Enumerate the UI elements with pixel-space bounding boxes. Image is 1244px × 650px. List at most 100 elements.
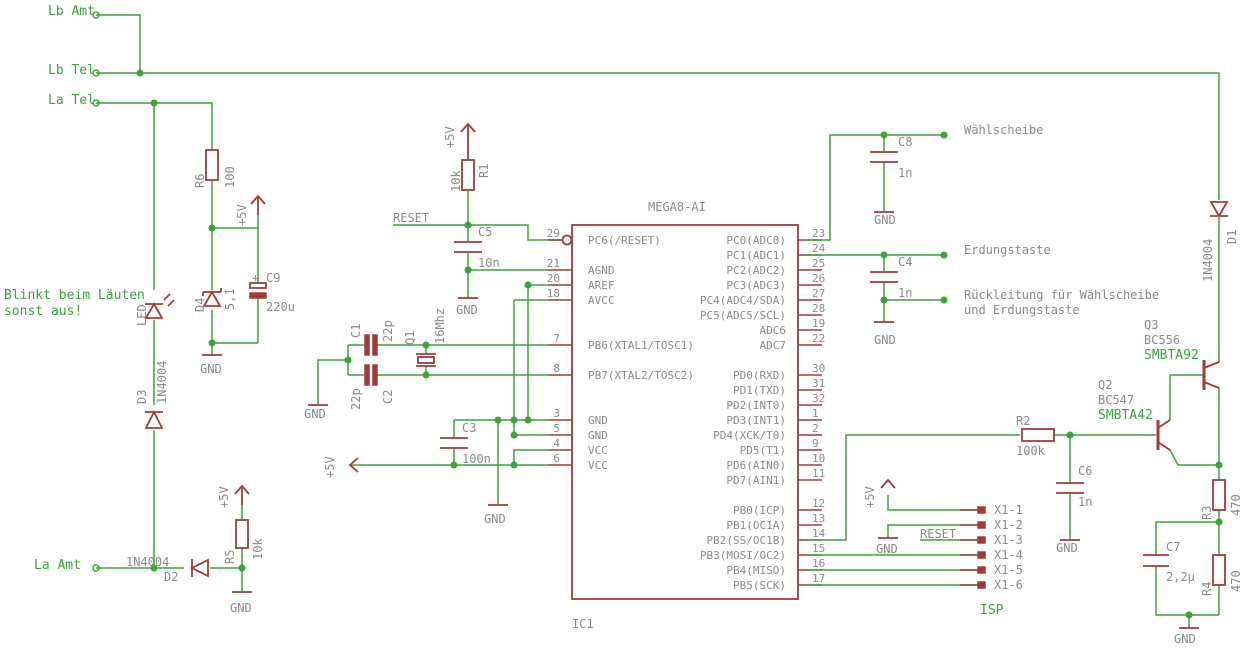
ic1-pin-label: GND <box>588 414 608 427</box>
gnd-c6: GND <box>1056 539 1080 555</box>
r5-name: R5 <box>223 550 237 564</box>
wires-right-top <box>806 131 948 322</box>
ic1-pin-number: 10 <box>812 452 825 465</box>
isp-connector-x1: X1-1X1-2X1-3X1-4X1-5X1-6 <box>960 503 1023 592</box>
wires-left <box>96 14 1220 592</box>
net-label-rueck-2: und Erdungstaste <box>964 303 1080 317</box>
ic1-pin-number: 31 <box>812 377 825 390</box>
r4-name: R4 <box>1200 582 1214 596</box>
ic1-pin-number: 32 <box>812 392 825 405</box>
gnd-c7: GND <box>1174 627 1199 646</box>
ic1-pin-number: 29 <box>547 227 560 240</box>
net-label-erdungstaste: Erdungstaste <box>964 243 1051 257</box>
diode-d2: 1N4004 D2 <box>126 555 209 584</box>
r1-value: 10k <box>449 170 463 192</box>
ic1-pin-number: 26 <box>812 272 825 285</box>
d3-name: D3 <box>135 390 149 404</box>
c7-value: 2,2µ <box>1166 570 1195 584</box>
crystal-q1: Q1 16Mhz <box>403 308 447 367</box>
c9-plus: + <box>252 271 259 285</box>
gnd-xtal: GND <box>304 404 328 421</box>
c8-value: 1n <box>898 166 912 180</box>
d1-name: D1 <box>1225 230 1239 244</box>
capacitor-c9: + C9 220u <box>249 271 295 314</box>
q2-name: Q2 <box>1098 378 1112 392</box>
transistor-q2: Q2 BC547 SMBTA42 <box>1098 378 1171 451</box>
svg-text:GND: GND <box>874 333 896 347</box>
isp-pin-label: X1-1 <box>994 503 1023 517</box>
ic1-pin-number: 17 <box>812 572 825 585</box>
c5-value: 10n <box>478 256 500 270</box>
c5-name: C5 <box>478 225 492 239</box>
c2-value: 22p <box>349 388 363 410</box>
supply-5v-c9: +5V <box>235 194 266 226</box>
svg-text:GND: GND <box>484 512 506 526</box>
isp-pin-1: X1-1 <box>960 503 1023 517</box>
ic1-pin-label: PD7(AIN1) <box>726 474 786 487</box>
supply-5v-r1: +5V <box>443 122 476 160</box>
capacitor-c7: C7 2,2µ <box>1143 540 1195 584</box>
c8-name: C8 <box>898 135 912 149</box>
q2-type: BC547 <box>1098 393 1134 407</box>
c3-value: 100n <box>462 452 491 466</box>
diode-d3: D3 1N4004 <box>135 361 169 429</box>
q2-value: SMBTA42 <box>1098 408 1153 423</box>
resistor-r5: R5 10k <box>223 519 265 564</box>
d1-value: 1N4004 <box>1201 239 1215 282</box>
wires-far-right <box>1155 216 1223 628</box>
isp-pin-6: X1-6 <box>960 578 1023 592</box>
c2-name: C2 <box>381 390 395 404</box>
capacitor-c8: C8 1n <box>870 135 912 180</box>
isp-pin-2: X1-2 <box>960 518 1023 532</box>
ic1-pin-number: 12 <box>812 497 825 510</box>
r5-value: 10k <box>251 538 265 560</box>
d3-value: 1N4004 <box>155 361 169 404</box>
ic1-pin-label: AGND <box>588 264 615 277</box>
q1-name: Q1 <box>403 331 417 345</box>
net-label-lb-amt: Lb Amt <box>48 4 95 19</box>
capacitor-c6: C6 1n <box>1056 464 1092 509</box>
wires-right-bottom <box>806 431 1156 586</box>
capacitor-c3: C3 100n <box>440 421 491 466</box>
ic1-name: IC1 <box>572 617 594 631</box>
c3-name: C3 <box>462 421 476 435</box>
r3-value: 470 <box>1229 494 1243 516</box>
gnd-ic: GND <box>484 504 508 526</box>
q1-value: 16Mhz <box>433 308 447 344</box>
q3-name: Q3 <box>1144 318 1158 332</box>
led: LED <box>135 293 175 326</box>
net-label-rueck-1: Rückleitung für Wählscheibe <box>964 288 1159 302</box>
ic1-pin-label: AREF <box>588 279 615 292</box>
supply-5v-r5: +5V <box>217 484 250 508</box>
isp-reset-label: RESET <box>920 527 956 541</box>
ic1-pin-number: 4 <box>553 437 560 450</box>
note-line-1: Blinkt beim Läuten <box>4 288 145 303</box>
ic1-pin-label: PB1(OC1A) <box>726 519 786 532</box>
ic1-pin-label: PC6(/RESET) <box>588 234 661 247</box>
r6-value: 100 <box>223 166 237 188</box>
resistor-r2: R2 100k <box>1016 414 1055 458</box>
ic1-pin-label: PC4(ADC4/SDA) <box>700 294 786 307</box>
ic1-pin-label: PD5(T1) <box>740 444 786 457</box>
c1-name: C1 <box>349 324 363 338</box>
ic1-pin-number: 3 <box>553 407 560 420</box>
ic1-pin-label: PC2(ADC2) <box>726 264 786 277</box>
r3-name: R3 <box>1200 506 1214 520</box>
junctions-left <box>136 69 246 572</box>
q3-type: BC556 <box>1144 333 1180 347</box>
c7-name: C7 <box>1166 540 1180 554</box>
ic1-pin-number: 22 <box>812 332 825 345</box>
d2-value: 1N4004 <box>126 555 169 569</box>
